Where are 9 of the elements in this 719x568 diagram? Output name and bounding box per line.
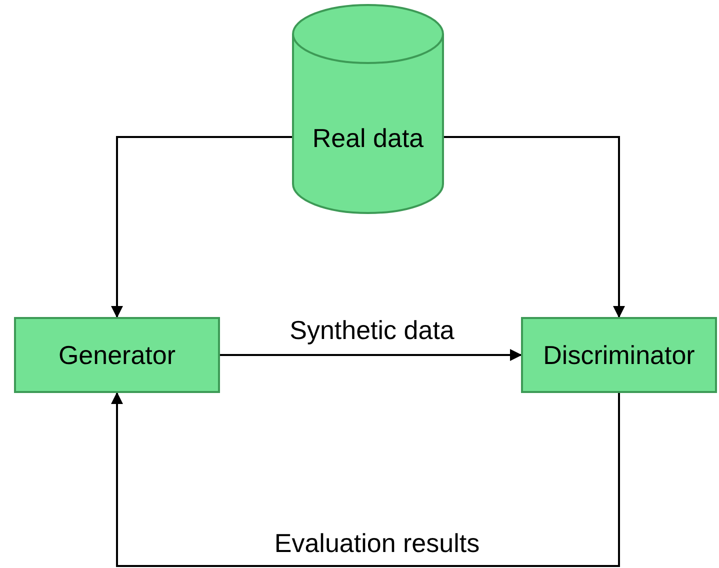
process-box bbox=[521, 317, 717, 393]
node-label: Real data bbox=[312, 122, 424, 154]
node-label: Generator bbox=[58, 338, 176, 372]
node-label: Discriminator bbox=[543, 338, 695, 372]
arrow bbox=[220, 349, 522, 361]
process-box bbox=[14, 317, 220, 393]
arrow bbox=[111, 136, 292, 318]
arrow bbox=[111, 392, 620, 567]
arrow bbox=[444, 136, 625, 318]
